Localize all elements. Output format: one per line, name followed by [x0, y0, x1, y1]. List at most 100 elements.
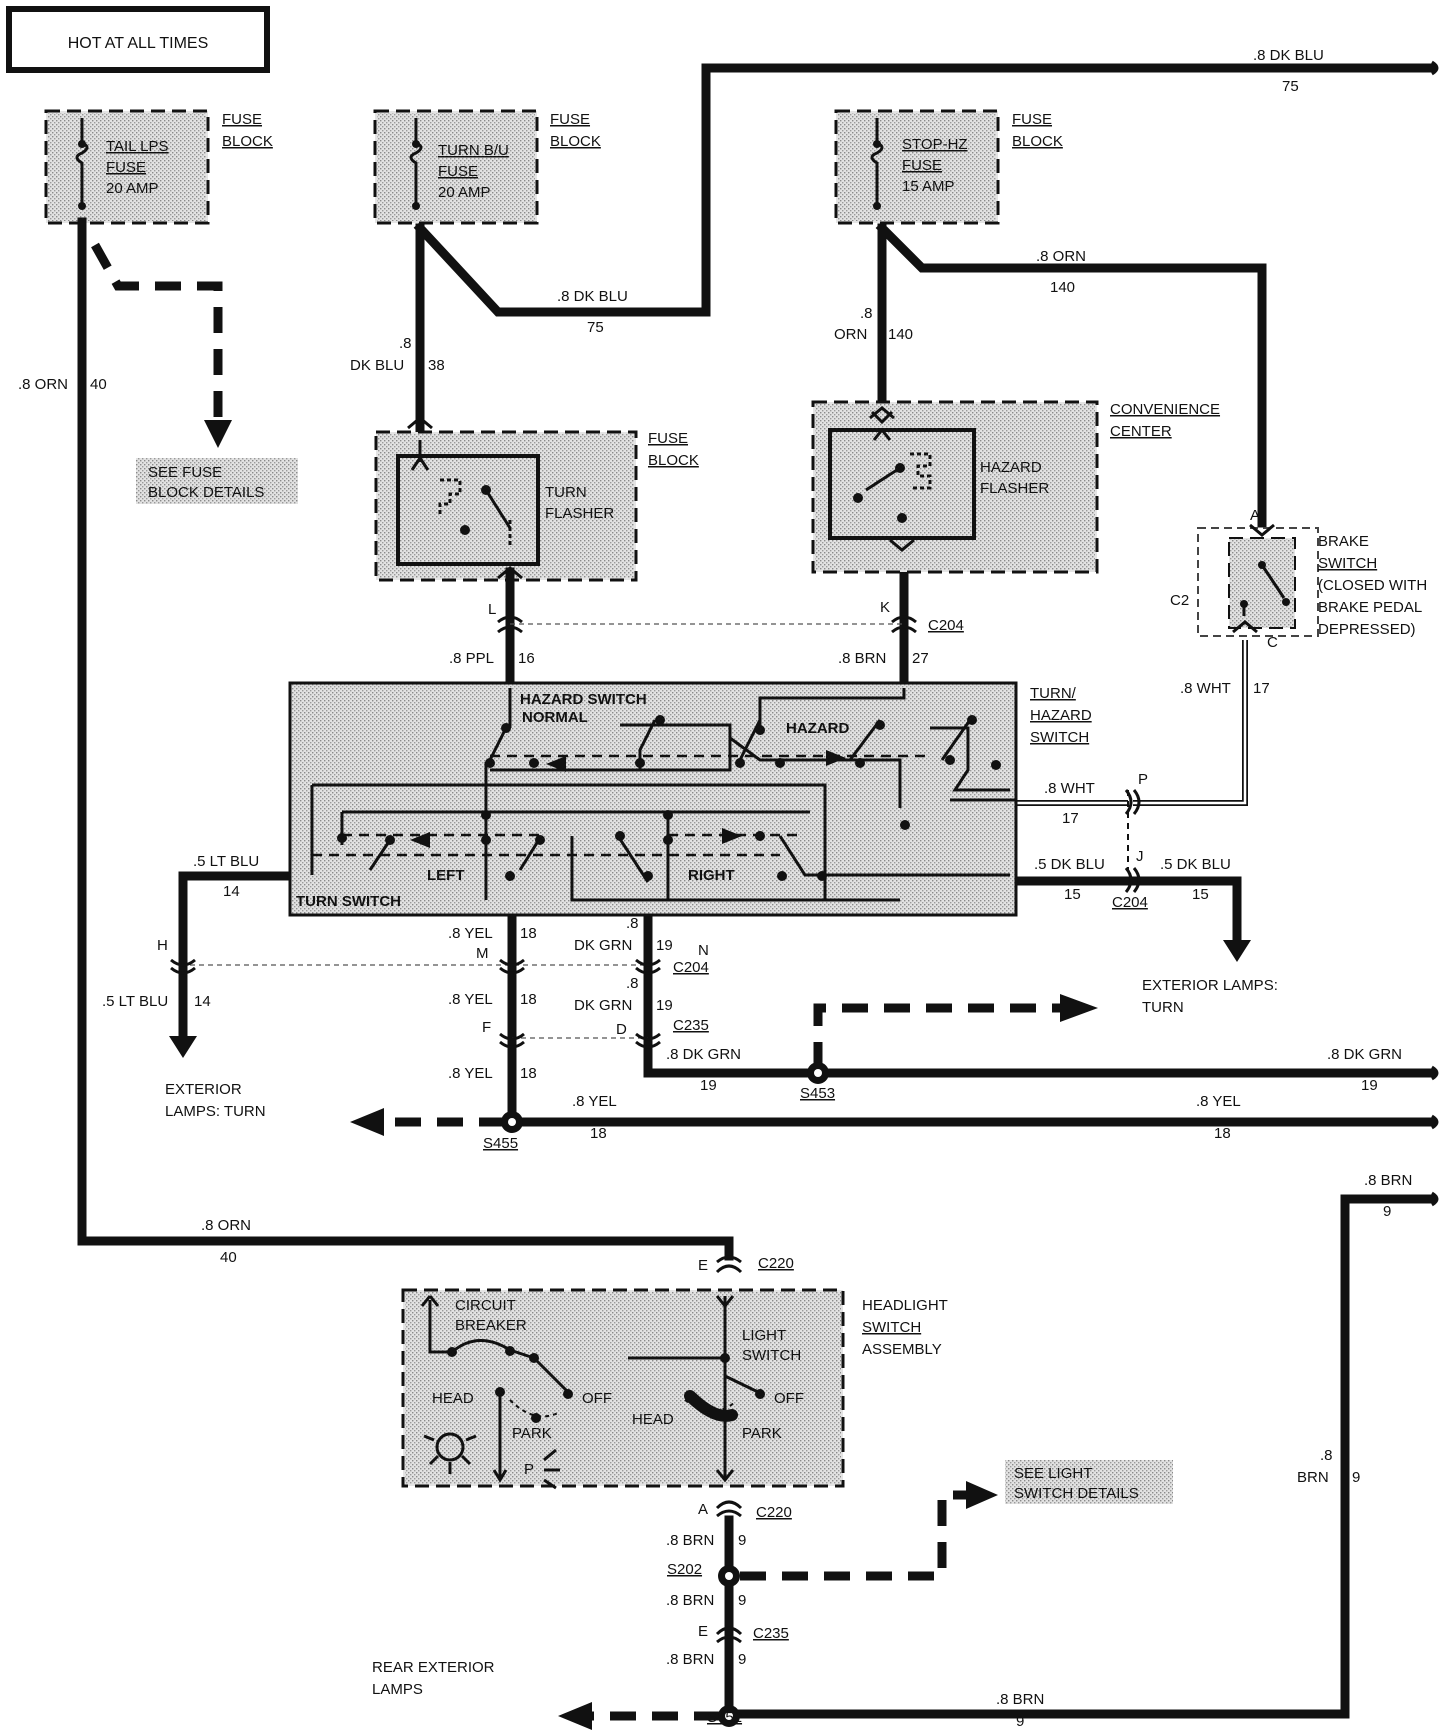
connector-icon: [715, 1626, 743, 1644]
wire-label: .5 DK BLU: [1034, 856, 1105, 873]
wire-label: .8 DK GRN: [1327, 1046, 1402, 1063]
wire-number: 140: [1050, 279, 1075, 296]
fuse-block-label: FUSE: [222, 111, 262, 128]
connector-icon: [715, 1255, 743, 1274]
brake-pin-a: A: [1250, 507, 1260, 524]
wire-number: 15: [1064, 886, 1081, 903]
right-label: RIGHT: [688, 867, 735, 884]
note-fuse-details: SEE FUSE BLOCK DETAILS: [136, 458, 298, 504]
arrow-down-icon: [169, 1036, 197, 1058]
pin-f: F: [482, 1019, 491, 1036]
turn-flasher-label: TURN: [545, 484, 587, 501]
connector-icon: [869, 406, 895, 420]
brake-switch-label: BRAKE PEDAL: [1318, 599, 1422, 616]
fuse-stop-hz: STOP-HZ FUSE 15 AMP FUSE BLOCK: [834, 109, 1063, 225]
ext-lamps-turn-right: EXTERIOR LAMPS:: [1142, 977, 1278, 994]
arrow-left-icon: [350, 1108, 384, 1136]
fuse-block-label: FUSE: [648, 430, 688, 447]
brake-c2: C2: [1170, 592, 1189, 609]
pin-m: M: [476, 945, 489, 962]
wire-label: .8 YEL: [572, 1093, 617, 1110]
pin-e: E: [698, 1257, 708, 1274]
fuse-turn-bu: TURN B/U FUSE 20 AMP FUSE BLOCK: [373, 109, 601, 225]
hazard-position-label: HAZARD: [786, 720, 849, 737]
wire-number: 14: [194, 993, 211, 1010]
wire-number: 40: [90, 376, 107, 393]
wire-number: 9: [738, 1532, 746, 1549]
brake-switch: A C C2 BRAKE SWITCH (CLOSED WITH BRAKE P…: [1170, 507, 1427, 651]
light-switch-label: SWITCH: [742, 1347, 801, 1364]
wire-number: 140: [888, 326, 913, 343]
arrow-right-icon: [722, 828, 742, 844]
rear-exterior-lamps: REAR EXTERIOR: [372, 1659, 495, 1676]
hot-at-all-times-box: HOT AT ALL TIMES: [6, 6, 270, 73]
head-label: HEAD: [632, 1411, 674, 1428]
splice-s452: S452: [707, 1709, 742, 1726]
fuse-label: FUSE: [438, 163, 478, 180]
wire-number: 9: [1383, 1203, 1391, 1220]
wire-label: BRN: [1297, 1469, 1329, 1486]
connector-icon: [497, 566, 523, 580]
fuse-block-label: FUSE: [550, 111, 590, 128]
wires: [77, 60, 1439, 1730]
wire-label: .8 ORN: [1036, 248, 1086, 265]
headlamp-icon: [423, 1432, 477, 1474]
hazard-switch-label: HAZARD SWITCH: [520, 691, 647, 708]
turn-hazard-switch-label: SWITCH: [1030, 729, 1089, 746]
connector-labels: C204 C204 C204 C235 C235 C220 C220 L K P…: [157, 599, 1148, 1642]
wire-label: .8 BRN: [666, 1592, 714, 1609]
wire-label: .8 WHT: [1044, 780, 1095, 797]
turn-flasher-label: FLASHER: [545, 505, 614, 522]
wire-label: .8 BRN: [666, 1532, 714, 1549]
arrow-down-icon: [204, 420, 232, 448]
wire-label: ORN: [834, 326, 867, 343]
wire-dk-blu-75: [413, 63, 1437, 317]
wire-label: .5 DK BLU: [1160, 856, 1231, 873]
fuse-name: TURN B/U: [438, 142, 509, 159]
connector-icon: [891, 615, 917, 634]
wire-label: .8: [860, 305, 873, 322]
hazard-flasher-label: FLASHER: [980, 480, 1049, 497]
fuse-rating: 15 AMP: [902, 178, 955, 195]
splice-s453: S453: [800, 1085, 835, 1102]
wire-number: 19: [1361, 1077, 1378, 1094]
rear-exterior-lamps: LAMPS: [372, 1681, 423, 1698]
wire-number: 19: [656, 937, 673, 954]
wire-label: .8 YEL: [1196, 1093, 1241, 1110]
wire-number: 9: [738, 1592, 746, 1609]
wire-dashed-fuse-details: [91, 242, 223, 420]
hazard-flasher-label: HAZARD: [980, 459, 1042, 476]
turn-hazard-switch: HAZARD SWITCH NORMAL HAZARD LEFT RIGHT T…: [288, 681, 1092, 917]
arrow-left-icon: [558, 1702, 592, 1730]
connector-icon: [635, 1032, 661, 1049]
wire-label: .5 LT BLU: [102, 993, 168, 1010]
off-label: OFF: [774, 1390, 804, 1407]
connector-icon: [499, 958, 525, 975]
brake-switch-label: (CLOSED WITH: [1318, 577, 1427, 594]
splices: S453 S455 S202 S452: [483, 1062, 835, 1727]
headlight-switch-assembly: CIRCUIT BREAKER LIGHT SWITCH OFF OFF HEA…: [401, 1288, 948, 1490]
connector-c204: C204: [1112, 894, 1148, 911]
wire-label: .8 DK GRN: [666, 1046, 741, 1063]
wire-number: 14: [223, 883, 240, 900]
wire-labels: .8 DK BLU 75 .8 DK BLU 75 .8 DK BLU 38 .…: [18, 47, 1412, 1730]
splice-s455: S455: [483, 1135, 518, 1152]
wire-label: .8 ORN: [18, 376, 68, 393]
light-switch-label: LIGHT: [742, 1327, 786, 1344]
note-text: SEE LIGHT: [1014, 1465, 1092, 1482]
wire-label: .8: [626, 915, 639, 932]
hazard-flasher: HAZARD FLASHER CONVENIENCE CENTER: [811, 400, 1220, 574]
wire-label: .8: [626, 975, 639, 992]
wire-label: .8 YEL: [448, 1065, 493, 1082]
wire-number: 16: [518, 650, 535, 667]
wire-number: 19: [700, 1077, 717, 1094]
convenience-center-label: CONVENIENCE: [1110, 401, 1220, 418]
wire-label: .8 WHT: [1180, 680, 1231, 697]
arrow-down-icon: [1223, 940, 1251, 962]
splice-s202: S202: [667, 1561, 702, 1578]
wire-number: 18: [1214, 1125, 1231, 1142]
wire-number: 18: [520, 925, 537, 942]
connector-icon: [497, 615, 523, 634]
circuit-breaker-label: BREAKER: [455, 1317, 527, 1334]
connector-c204: C204: [928, 617, 964, 634]
